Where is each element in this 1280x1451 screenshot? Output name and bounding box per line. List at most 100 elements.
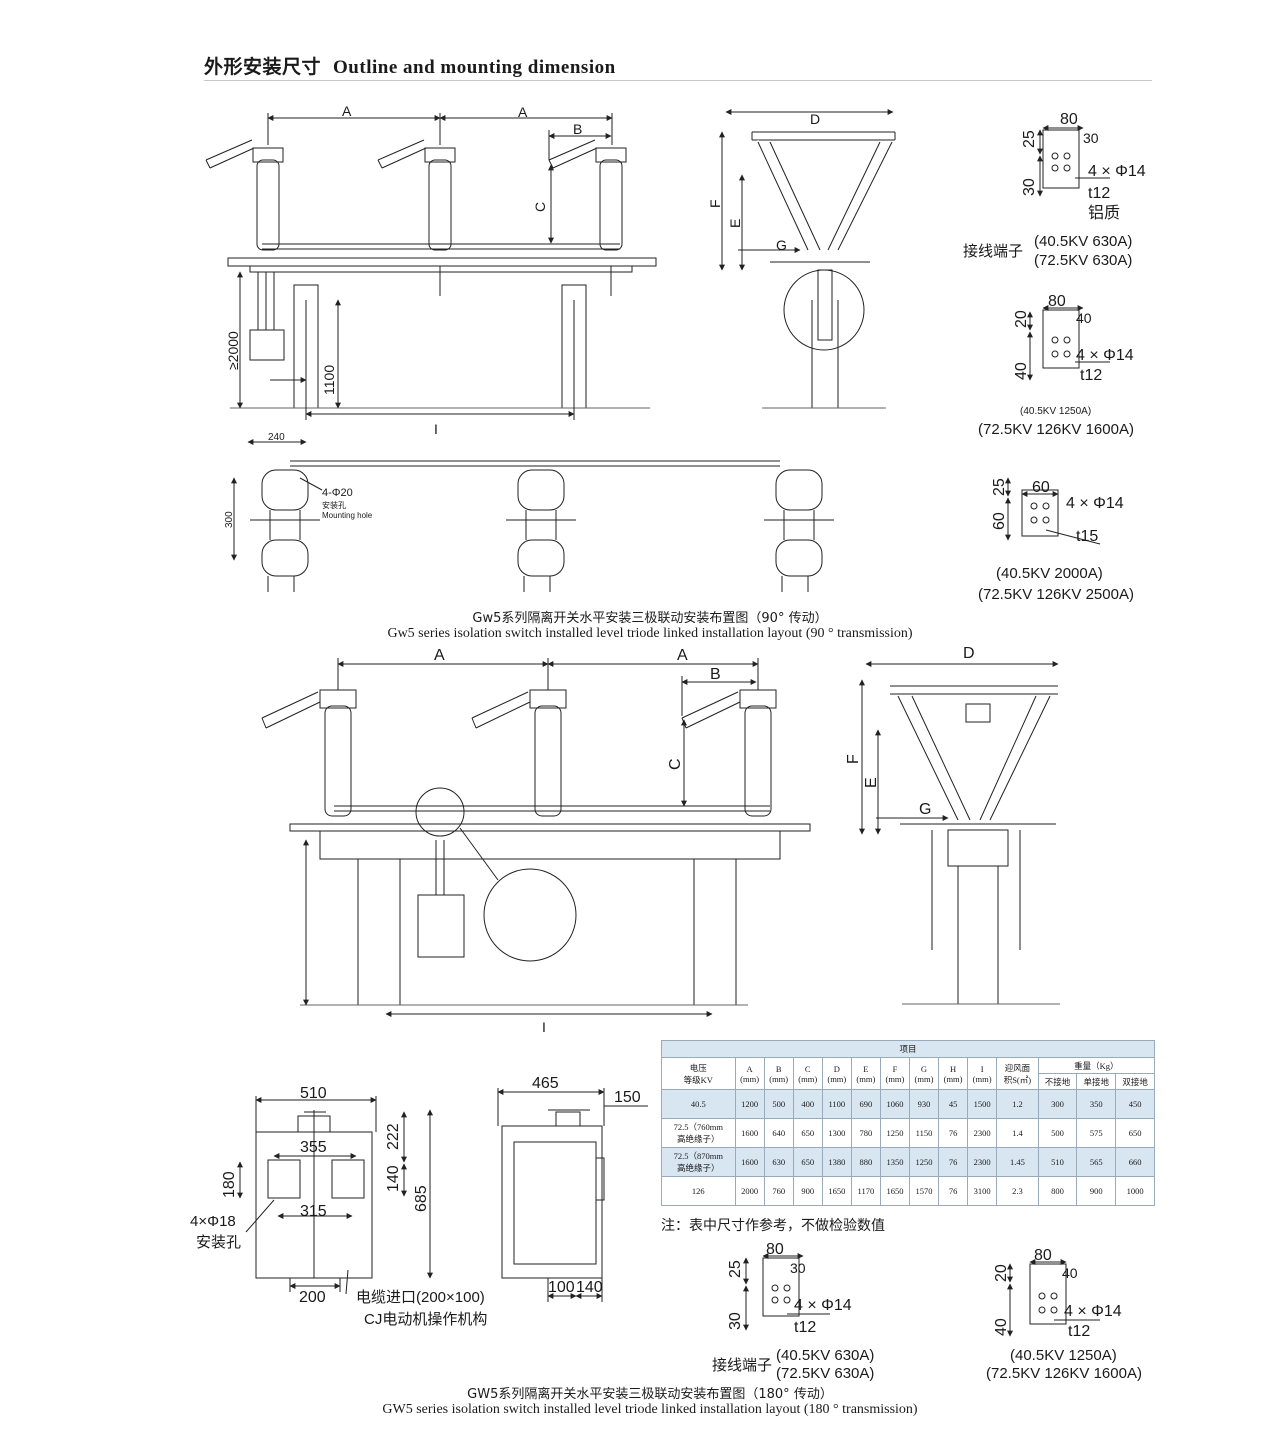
cell: 1300 <box>821 1118 852 1148</box>
box-dim-200: 200 <box>299 1289 326 1306</box>
table-note: 注：表中尺寸作参考，不做检验数值 <box>661 1218 885 1234</box>
cell: 1570 <box>908 1176 940 1206</box>
box-cable-entry: 电缆进口(200×100) <box>356 1289 485 1306</box>
table-group-row: 项目 <box>661 1040 1155 1058</box>
t1-hole: 4 × Φ14 <box>1088 163 1146 180</box>
box-dim-355: 355 <box>300 1139 327 1156</box>
cell: 900 <box>792 1176 823 1206</box>
dimensions-table: 项目 电压 等级KV A (mm) B (mm) C (mm) D (mm) E… <box>661 1040 1156 1206</box>
t1-dim-h2: 30 <box>1021 178 1038 196</box>
fig2-dim-A1: A <box>434 647 445 664</box>
t1-thickness: t12 <box>1088 185 1110 202</box>
th-G: G (mm) <box>908 1057 940 1090</box>
fig2-caption-zh: GW5系列隔离开关水平安装三极联动安装布置图（180° 传动） <box>467 1387 833 1402</box>
box-hole-label: 4×Φ18 <box>190 1213 236 1230</box>
box-side-dim-140: 140 <box>576 1279 603 1296</box>
t3-dim-w: 60 <box>1032 479 1050 496</box>
th-D: D (mm) <box>821 1057 852 1090</box>
cell: 76 <box>938 1176 969 1206</box>
title-zh: 外形安装尺寸 <box>204 56 322 78</box>
cell: 1060 <box>879 1089 910 1119</box>
cell: 510 <box>1037 1147 1078 1177</box>
terminal-bottom-2 <box>1007 1259 1100 1337</box>
plan-hole-en: Mounting hole <box>322 511 373 520</box>
cell: 1.4 <box>996 1118 1039 1148</box>
t3-dim-h2: 60 <box>991 512 1008 530</box>
tb1-rating-1: (40.5KV 630A) <box>776 1347 874 1364</box>
fig2-post-right <box>693 858 737 1006</box>
cell: 1600 <box>734 1147 765 1177</box>
box-dim-510: 510 <box>300 1085 327 1102</box>
th-I: I (mm) <box>967 1057 998 1090</box>
cell: 500 <box>763 1089 794 1119</box>
fig2-operating-box <box>417 894 465 958</box>
cell: 2000 <box>734 1176 765 1206</box>
fig1-dim-C: C <box>532 202 548 212</box>
fig1-insulator-2 <box>377 139 456 251</box>
cell: 450 <box>1115 1089 1155 1119</box>
cell: 72.5（760mm 高绝缘子） <box>661 1118 736 1148</box>
cell: 900 <box>1076 1176 1117 1206</box>
cell: 780 <box>850 1118 881 1148</box>
tb1-dim-w2: 30 <box>790 1260 806 1276</box>
fig2-dim-A2: A <box>677 647 688 664</box>
box-side-dim-465: 465 <box>532 1075 559 1092</box>
th-H: H (mm) <box>938 1057 969 1090</box>
t3-hole: 4 × Φ14 <box>1066 495 1124 512</box>
t3-rating-1: (40.5KV 2000A) <box>996 565 1103 582</box>
plan-unit-2 <box>506 469 576 592</box>
box-mechanism-label: CJ电动机操作机构 <box>364 1311 487 1328</box>
t2-dim-h2: 40 <box>1013 362 1030 380</box>
fig2-side-view <box>859 661 1060 1005</box>
fig1-dim-A1: A <box>342 103 352 119</box>
t1-dim-w: 80 <box>1060 111 1078 128</box>
t3-dim-h1: 25 <box>991 478 1008 496</box>
plan-hole-zh: 安装孔 <box>322 500 346 510</box>
cell: 1170 <box>850 1176 881 1206</box>
fig1-caption-en: Gw5 series isolation switch installed le… <box>387 626 913 641</box>
cell: 930 <box>908 1089 940 1119</box>
tb1-label: 接线端子 <box>712 1357 772 1374</box>
fig2-detail-circle-large <box>483 868 577 962</box>
tb2-rating-1: (40.5KV 1250A) <box>1010 1347 1117 1364</box>
cell: 1650 <box>821 1176 852 1206</box>
terminal-2 <box>1027 305 1110 381</box>
plan-unit-1 <box>250 469 320 592</box>
fig1-insulator-1 <box>205 139 284 251</box>
fig2-side-dim-D: D <box>963 645 975 662</box>
tb1-dim-h1: 25 <box>727 1260 744 1278</box>
th-A: A (mm) <box>734 1057 765 1090</box>
cell: 1.45 <box>996 1147 1039 1177</box>
fig2-dim-C: C <box>667 758 684 770</box>
tb2-hole: 4 × Φ14 <box>1064 1303 1122 1320</box>
fig2-front-view <box>261 658 811 1017</box>
fig1-front-view <box>205 113 657 420</box>
cell: 2300 <box>967 1118 998 1148</box>
fig2-dim-I: I <box>542 1019 546 1035</box>
cell: 1150 <box>908 1118 940 1148</box>
cell: 1600 <box>734 1118 765 1148</box>
t2-rating-2: (72.5KV 126KV 1600A) <box>978 421 1134 438</box>
t2-dim-h1: 20 <box>1013 310 1030 328</box>
cell: 565 <box>1076 1147 1117 1177</box>
cell: 800 <box>1037 1176 1078 1206</box>
t2-dim-w: 80 <box>1048 293 1066 310</box>
cell: 690 <box>850 1089 881 1119</box>
t2-rating-1: (40.5KV 1250A) <box>1020 406 1091 417</box>
th-F: F (mm) <box>879 1057 910 1090</box>
fig1-dim-h: 1100 <box>321 365 337 395</box>
t1-label: 接线端子 <box>963 243 1023 260</box>
box-side-body <box>501 1125 603 1279</box>
fig1-caption-zh: Gw5系列隔离开关水平安装三极联动安装布置图（90° 传动） <box>472 611 828 626</box>
th-E: E (mm) <box>850 1057 881 1090</box>
tb2-dim-h2: 40 <box>993 1318 1010 1336</box>
tb1-rating-2: (72.5KV 630A) <box>776 1365 874 1382</box>
tb1-dim-w: 80 <box>766 1241 784 1258</box>
fig1-base-beam <box>227 257 657 267</box>
cell: 300 <box>1037 1089 1078 1119</box>
fig2-detail-circle-small <box>415 787 465 837</box>
tb2-thickness: t12 <box>1068 1323 1090 1340</box>
title-en: Outline and mounting dimension <box>333 57 616 78</box>
